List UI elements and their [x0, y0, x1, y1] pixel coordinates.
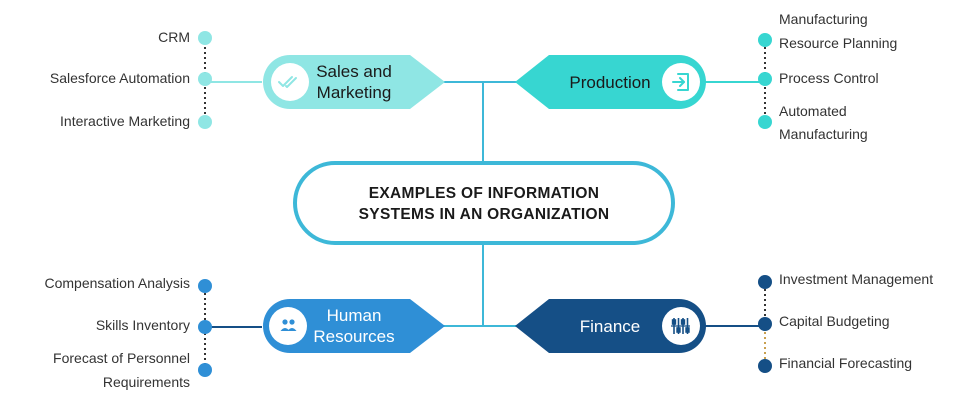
bead-4	[685, 327, 690, 333]
finance-item-financial-forecasting: Financial Forecasting	[779, 355, 912, 371]
finance-items: Investment Management Capital Budgeting …	[758, 271, 933, 373]
production-item-dot	[758, 115, 772, 129]
item-dotted-lines	[204, 42, 766, 366]
human-resources-label-line1: Human	[327, 306, 382, 325]
branch-sales-marketing[interactable]: Sales and Marketing	[263, 55, 445, 109]
people-icon	[280, 319, 297, 331]
production-shape	[515, 55, 706, 109]
hr-item-forecast-line2: Requirements	[103, 374, 190, 390]
sales-item-salesforce-automation: Salesforce Automation	[50, 70, 190, 86]
person-body-2	[287, 328, 297, 331]
sales-marketing-shape	[263, 55, 445, 109]
bead-3	[680, 319, 686, 325]
production-item-dot	[758, 33, 772, 47]
central-node-border	[293, 161, 675, 245]
bead-2	[676, 327, 681, 333]
double-check-icon	[278, 76, 297, 88]
finance-item-capital-budgeting: Capital Budgeting	[779, 313, 890, 329]
hr-items: Compensation Analysis Skills Inventory F…	[44, 275, 212, 390]
sales-marketing-label-line2: Marketing	[317, 83, 392, 102]
hr-item-dot	[198, 320, 212, 334]
production-item-mrp-line1: Manufacturing	[779, 11, 868, 27]
hr-item-skills-inventory: Skills Inventory	[96, 317, 190, 333]
finance-shape	[515, 299, 706, 353]
sales-item-crm: CRM	[158, 29, 190, 45]
branch-finance[interactable]: Finance	[515, 299, 706, 353]
finance-item-dot	[758, 275, 772, 289]
central-title-line2: SYSTEMS IN AN ORGANIZATION	[359, 206, 610, 223]
finance-item-dot	[758, 359, 772, 373]
finance-label: Finance	[580, 317, 640, 336]
person-body-1	[280, 328, 290, 331]
central-node: EXAMPLES OF INFORMATION SYSTEMS IN AN OR…	[293, 161, 675, 245]
login-head	[679, 77, 685, 87]
hr-item-compensation-analysis: Compensation Analysis	[44, 275, 190, 291]
production-item-dot	[758, 72, 772, 86]
hr-item-dot	[198, 363, 212, 377]
human-resources-label-line2: Resources	[313, 327, 394, 346]
login-frame	[677, 73, 689, 91]
sales-marketing-label-line1: Sales and	[316, 62, 392, 81]
production-item-mrp-line2: Resource Planning	[779, 35, 897, 51]
production-item-process-control: Process Control	[779, 70, 879, 86]
hr-item-forecast-line1: Forecast of Personnel	[53, 350, 190, 366]
login-arrow-icon	[672, 73, 689, 91]
human-resources-shape	[263, 299, 445, 353]
production-item-automated-line1: Automated	[779, 103, 847, 119]
sales-item-dot	[198, 31, 212, 45]
bead-1	[671, 319, 677, 325]
finance-item-dot	[758, 317, 772, 331]
branch-production[interactable]: Production	[515, 55, 706, 109]
check-mark-2	[285, 77, 297, 88]
production-item-automated-line2: Manufacturing	[779, 126, 868, 142]
sales-item-dot	[198, 72, 212, 86]
hr-item-dot	[198, 279, 212, 293]
hr-icon-circle	[269, 307, 307, 345]
sales-item-interactive-marketing: Interactive Marketing	[60, 113, 190, 129]
person-head-2	[289, 319, 295, 325]
sales-icon-circle	[271, 63, 309, 101]
check-mark-1	[278, 76, 293, 87]
sales-item-dot	[198, 115, 212, 129]
production-label: Production	[569, 73, 650, 92]
branch-human-resources[interactable]: Human Resources	[263, 299, 445, 353]
abacus-icon	[671, 318, 690, 334]
person-head-1	[282, 319, 288, 325]
central-title-line1: EXAMPLES OF INFORMATION	[369, 185, 600, 202]
finance-item-investment-management: Investment Management	[779, 271, 933, 287]
production-items: Manufacturing Resource Planning Process …	[758, 11, 897, 142]
sales-items: CRM Salesforce Automation Interactive Ma…	[50, 29, 212, 129]
